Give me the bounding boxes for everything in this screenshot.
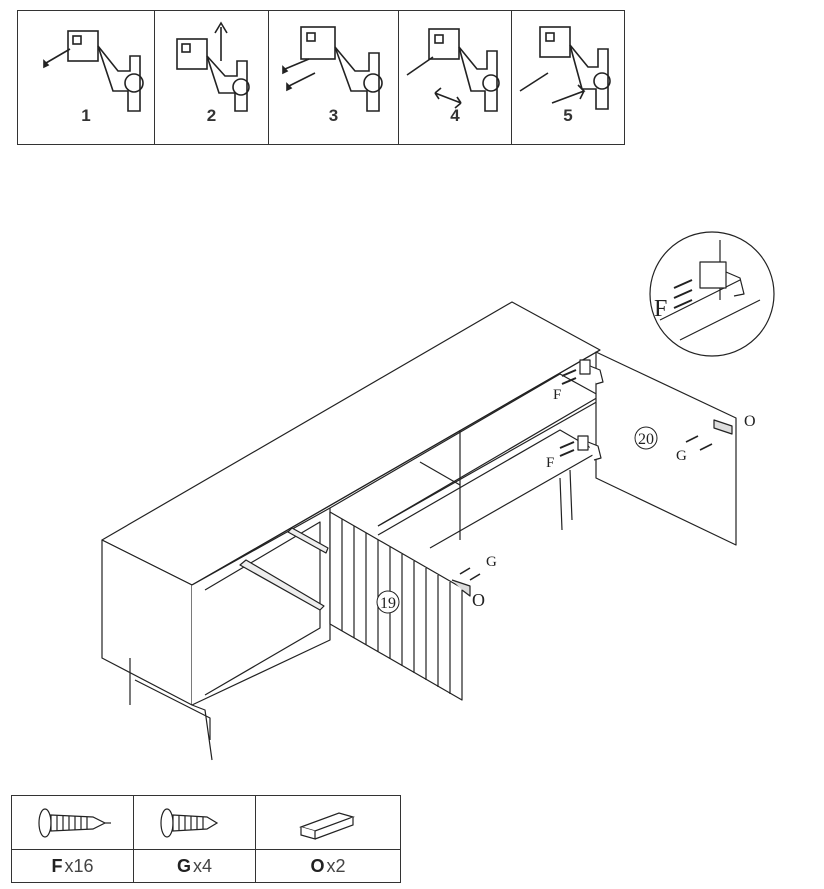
assembly-diagram: 19 20 F F F G G O O: [101, 231, 775, 761]
step-5: 5: [512, 11, 624, 144]
step-number: 2: [206, 106, 217, 125]
label-o-left: O: [472, 590, 485, 610]
step-1: 1: [18, 11, 155, 144]
screw-f-icon: [559, 369, 577, 457]
label-g-right: G: [676, 448, 687, 464]
door-19: [329, 511, 471, 701]
label-f-detail: F: [654, 296, 667, 322]
step-2: 2: [155, 11, 269, 144]
part-f-image: [12, 796, 134, 850]
screw-long-icon: [37, 807, 111, 838]
door-19-label: 19: [380, 595, 396, 612]
part-g-image: [134, 796, 256, 850]
screw-short-icon: [159, 807, 218, 838]
hinge-icon: [43, 30, 144, 112]
label-o-right: O: [744, 413, 756, 430]
step-number: 4: [450, 106, 460, 125]
label-f-bottom: F: [546, 455, 554, 471]
part-o-image: [256, 796, 400, 850]
hinge-icon: [282, 26, 383, 112]
drawer-runner: [239, 527, 329, 611]
door-20-label: 20: [638, 431, 654, 448]
hinge-steps-strip: 1 2 3: [17, 10, 625, 145]
hinge-icon: [577, 359, 604, 461]
screw-g-icon: [459, 435, 713, 581]
part-qty: x4: [193, 855, 213, 876]
step-number: 5: [563, 106, 573, 125]
hinge-icon: [519, 26, 611, 110]
part-qty: x2: [326, 855, 346, 876]
part-code: O: [310, 855, 325, 876]
step-4: 4: [399, 11, 512, 144]
hinge-icon: [176, 21, 250, 112]
label-f-top: F: [553, 387, 561, 403]
part-code: F: [51, 855, 63, 876]
step-number: 3: [328, 106, 339, 125]
detail-zoom-circle: [649, 231, 775, 357]
step-number: 1: [81, 106, 91, 125]
label-g-left: G: [486, 554, 497, 570]
handle-profile-icon: [299, 811, 355, 840]
hinge-icon: [406, 28, 500, 112]
door-20: [595, 351, 737, 546]
step-3: 3: [269, 11, 399, 144]
part-qty: x16: [64, 855, 94, 876]
part-code: G: [176, 855, 191, 876]
